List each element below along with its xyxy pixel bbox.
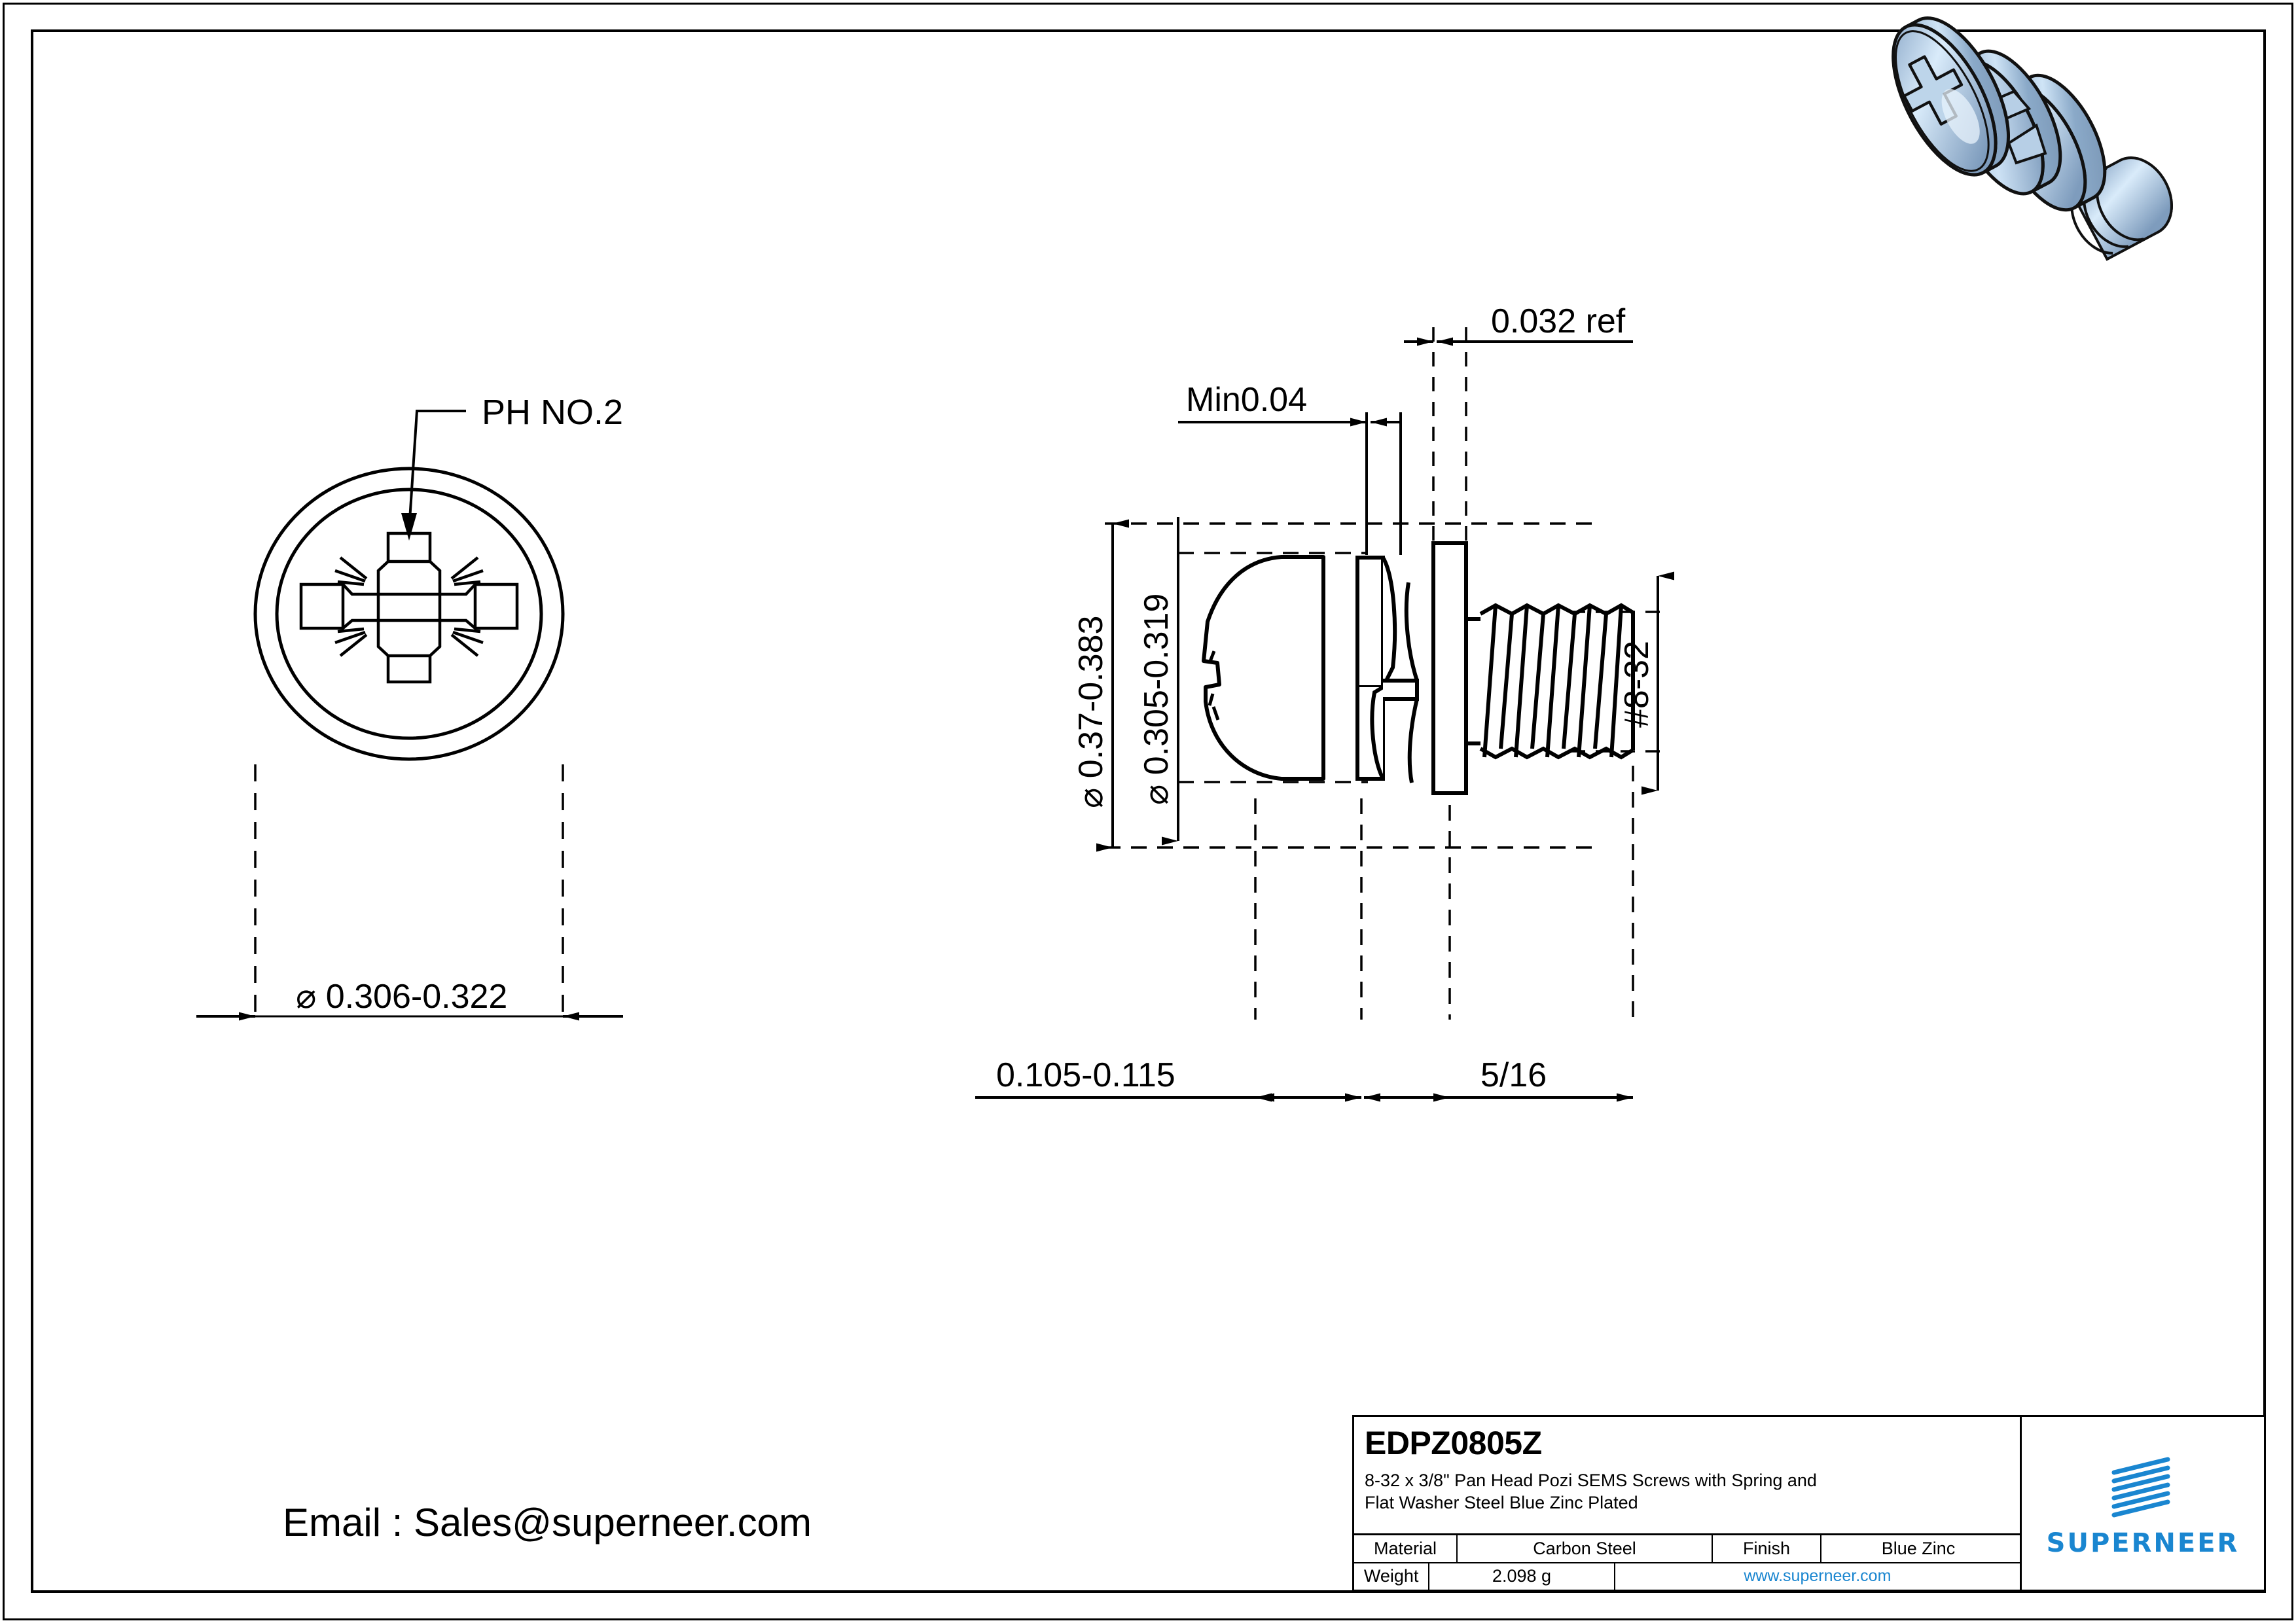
- flat-washer-od-dim-text: ⌀ 0.37-0.383: [1072, 616, 1110, 808]
- head-od-dim-text: ⌀ 0.305-0.319: [1138, 594, 1175, 805]
- threaded-shank: [1466, 603, 1635, 760]
- finish-label: Finish: [1713, 1535, 1821, 1562]
- head-od-dimension: [1162, 517, 1368, 846]
- part-number: EDPZ0805Z: [1365, 1425, 1542, 1461]
- recess-callout-leader: [401, 410, 466, 541]
- flat-washer-profile: [1431, 541, 1468, 795]
- brand-name: SUPERNEER: [2046, 1528, 2240, 1558]
- description-line-2: Flat Washer Steel Blue Zinc Plated: [1365, 1493, 1638, 1512]
- spring-washer-profile: [1355, 556, 1419, 783]
- weight-label: Weight: [1354, 1563, 1430, 1590]
- material-label: Material: [1354, 1535, 1458, 1562]
- website-link[interactable]: www.superneer.com: [1744, 1567, 1892, 1586]
- recess-callout-label: PH NO.2: [482, 393, 623, 432]
- pozidriv-recess-icon: [299, 531, 519, 684]
- sheet-inner-frame: [31, 29, 2266, 1593]
- spec-row-material: Material Carbon Steel Finish Blue Zinc: [1354, 1535, 2020, 1563]
- spec-row-weight: Weight 2.098 g www.superneer.com: [1354, 1563, 2020, 1590]
- flat-washer-od-dimension: [1096, 519, 1597, 852]
- pan-head-profile: [1202, 555, 1325, 781]
- sheet-outer-border: [3, 3, 2293, 1620]
- recess-depth-dim-text: Min0.04: [1186, 381, 1307, 419]
- product-description: 8-32 x 3/8" Pan Head Pozi SEMS Screws wi…: [1365, 1469, 2020, 1514]
- material-value: Carbon Steel: [1458, 1535, 1713, 1562]
- title-block-description: EDPZ0805Z 8-32 x 3/8" Pan Head Pozi SEMS…: [1354, 1417, 2020, 1533]
- head-inner-circle: [275, 488, 543, 740]
- washer-thickness-dim-text: 0.032 ref: [1491, 302, 1626, 340]
- description-line-1: 8-32 x 3/8" Pan Head Pozi SEMS Screws wi…: [1365, 1471, 1817, 1490]
- recess-depth-dimension: [1178, 412, 1402, 555]
- title-block-spec-table: Material Carbon Steel Finish Blue Zinc W…: [1354, 1533, 2020, 1590]
- finish-value: Blue Zinc: [1881, 1538, 1956, 1558]
- superneer-logo-icon: [2111, 1457, 2170, 1518]
- title-block-left: EDPZ0805Z 8-32 x 3/8" Pan Head Pozi SEMS…: [1354, 1417, 2022, 1590]
- washer-thickness-dimension: [1404, 327, 1633, 548]
- head-outer-circle: [253, 467, 565, 761]
- head-diameter-dim-text: ⌀ 0.306-0.322: [296, 978, 507, 1016]
- screw-3d-render: [1892, 16, 2173, 261]
- thread-size-dim-text: #8-32: [1618, 641, 1656, 728]
- head-height-dim-text: 0.105-0.115: [996, 1056, 1175, 1094]
- weight-value: 2.098 g: [1429, 1563, 1615, 1590]
- side-view: 0.032 ref Min0.04 ⌀ 0.37-0.383: [975, 302, 1674, 1102]
- thread-size-dimension: [1571, 571, 1674, 795]
- head-diameter-dimension: [196, 764, 623, 1021]
- front-view: PH NO.2 ⌀ 0.306-0.322: [196, 393, 623, 1021]
- head-recess-detail: [1208, 651, 1220, 721]
- thread-length-dim-text: 5/16: [1480, 1056, 1547, 1094]
- brand-logo: SUPERNEER: [2022, 1417, 2264, 1590]
- length-dimensions: [975, 766, 1634, 1102]
- title-block: EDPZ0805Z 8-32 x 3/8" Pan Head Pozi SEMS…: [1352, 1415, 2266, 1592]
- email-line: Email : Sales@superneer.com: [283, 1501, 812, 1544]
